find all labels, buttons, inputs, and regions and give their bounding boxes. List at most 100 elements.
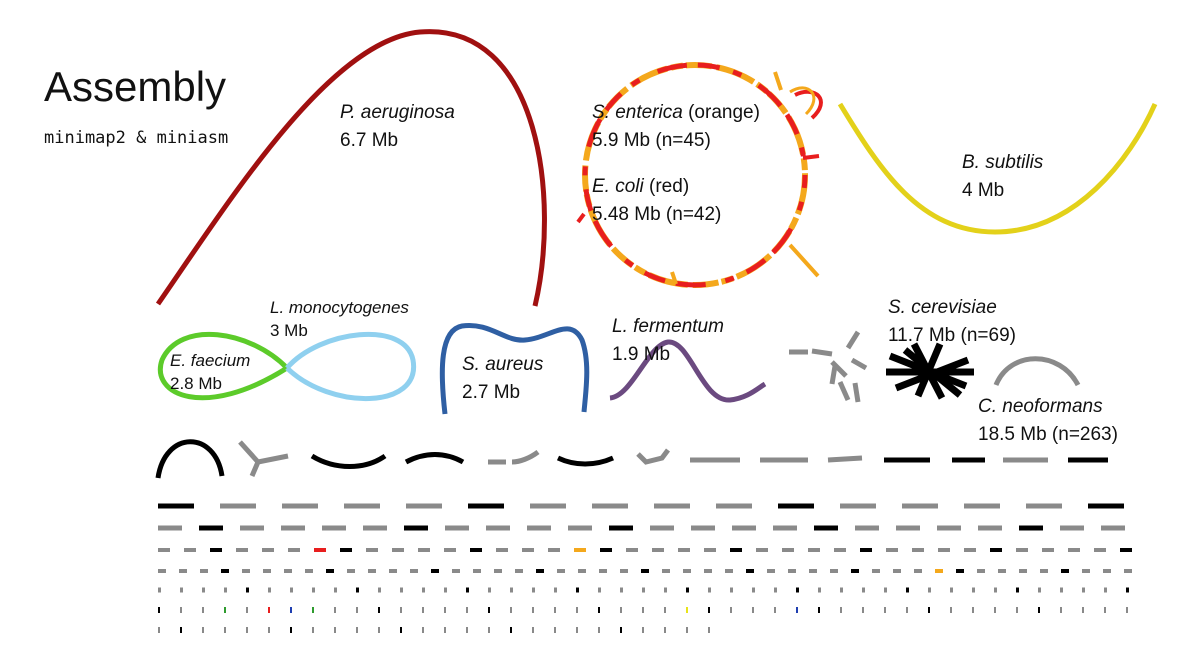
tiny-contig — [445, 525, 469, 531]
label-p-aeruginosa-name: P. aeruginosa — [340, 102, 455, 123]
tiny-contig — [1124, 569, 1132, 573]
tiny-contig — [334, 627, 336, 633]
tiny-contig — [928, 607, 930, 613]
figure-subtitle: minimap2 & miniasm — [44, 128, 228, 148]
tiny-contig — [347, 569, 355, 573]
label-s-cerevisiae-name: S. cerevisiae — [888, 297, 997, 318]
tiny-contig — [363, 525, 387, 531]
tiny-contig — [1040, 569, 1048, 573]
tiny-contig — [326, 569, 334, 573]
tiny-contig — [290, 607, 292, 613]
tiny-contig — [262, 548, 274, 552]
tiny-contig — [242, 569, 250, 573]
tiny-contig — [862, 587, 865, 593]
tiny-contig — [796, 607, 798, 613]
tiny-contig — [290, 587, 293, 593]
tiny-contig — [312, 607, 314, 613]
tiny-contig — [912, 548, 924, 552]
tiny-contig — [470, 548, 482, 552]
tiny-contig — [851, 569, 859, 573]
tiny-contig — [598, 587, 601, 593]
tiny-contig — [340, 548, 352, 552]
tiny-contig — [860, 548, 872, 552]
tiny-contig — [554, 587, 557, 593]
tiny-contig — [268, 587, 271, 593]
tiny-contig — [158, 627, 160, 633]
tiny-contig — [998, 569, 1006, 573]
tiny-contig — [642, 587, 645, 593]
label-e-faecium-size: 2.8 Mb — [170, 374, 222, 393]
tiny-contig — [312, 627, 314, 633]
tiny-contig — [548, 548, 560, 552]
tiny-contig — [356, 587, 359, 593]
tiny-contig — [767, 569, 775, 573]
contig-ring-enterica-coli — [576, 62, 823, 288]
tiny-contig — [406, 503, 442, 509]
tiny-contig — [1038, 607, 1040, 613]
tiny-contig — [184, 548, 196, 552]
tiny-contig — [609, 525, 633, 531]
tiny-contig — [902, 503, 938, 509]
tiny-contig — [928, 587, 931, 593]
tiny-contig — [664, 627, 666, 633]
tiny-contig — [452, 569, 460, 573]
tiny-contig — [368, 569, 376, 573]
label-e-coli-name: E. coli (red) — [592, 176, 689, 197]
tiny-contig — [886, 548, 898, 552]
tiny-contig — [620, 587, 623, 593]
figure-title: Assembly — [44, 63, 226, 110]
tiny-contig — [444, 627, 446, 633]
tiny-contig — [1082, 569, 1090, 573]
tiny-contig-grid — [158, 503, 1132, 633]
tiny-contig — [809, 569, 817, 573]
tiny-contig — [554, 627, 556, 633]
label-e-faecium-name: E. faecium — [170, 351, 250, 370]
tiny-contig — [1026, 503, 1062, 509]
tiny-contig — [578, 569, 586, 573]
tiny-contig — [410, 569, 418, 573]
tiny-contig — [202, 587, 205, 593]
tiny-contig — [840, 607, 842, 613]
tiny-contig — [641, 569, 649, 573]
tiny-contig — [654, 503, 690, 509]
tiny-contig — [1061, 569, 1069, 573]
tiny-contig — [830, 569, 838, 573]
tiny-contig — [322, 525, 346, 531]
tiny-contig — [444, 607, 446, 613]
tiny-contig — [778, 503, 814, 509]
tiny-contig — [972, 587, 975, 593]
tiny-contig — [224, 607, 226, 613]
tiny-contig — [1082, 607, 1084, 613]
tiny-contig — [246, 607, 248, 613]
tiny-contig — [422, 607, 424, 613]
tiny-contig — [782, 548, 794, 552]
tiny-contig — [400, 607, 402, 613]
tiny-contig — [158, 503, 194, 509]
tiny-contig — [1126, 607, 1128, 613]
contig-cluster-gray — [789, 330, 868, 403]
label-s-aureus-name: S. aureus — [462, 354, 544, 375]
tiny-contig — [678, 548, 690, 552]
tiny-contig — [522, 548, 534, 552]
tiny-contig — [263, 569, 271, 573]
tiny-contig — [378, 607, 380, 613]
tiny-contig — [1094, 548, 1106, 552]
tiny-contig — [557, 569, 565, 573]
tiny-contig — [650, 525, 674, 531]
tiny-contig — [732, 525, 756, 531]
label-l-fermentum-size: 1.9 Mb — [612, 344, 670, 365]
tiny-contig — [268, 607, 270, 613]
tiny-contig — [1088, 503, 1124, 509]
tiny-contig — [422, 627, 424, 633]
tiny-contig — [527, 525, 551, 531]
contig-l-monocytogenes — [285, 331, 416, 402]
tiny-contig — [1060, 525, 1084, 531]
tiny-contig — [444, 587, 447, 593]
tiny-contig — [686, 627, 688, 633]
tiny-contig — [378, 627, 380, 633]
tiny-contig — [977, 569, 985, 573]
tiny-contig — [202, 607, 204, 613]
tiny-contig — [1104, 587, 1107, 593]
tiny-contig — [691, 525, 715, 531]
tiny-contig — [334, 607, 336, 613]
